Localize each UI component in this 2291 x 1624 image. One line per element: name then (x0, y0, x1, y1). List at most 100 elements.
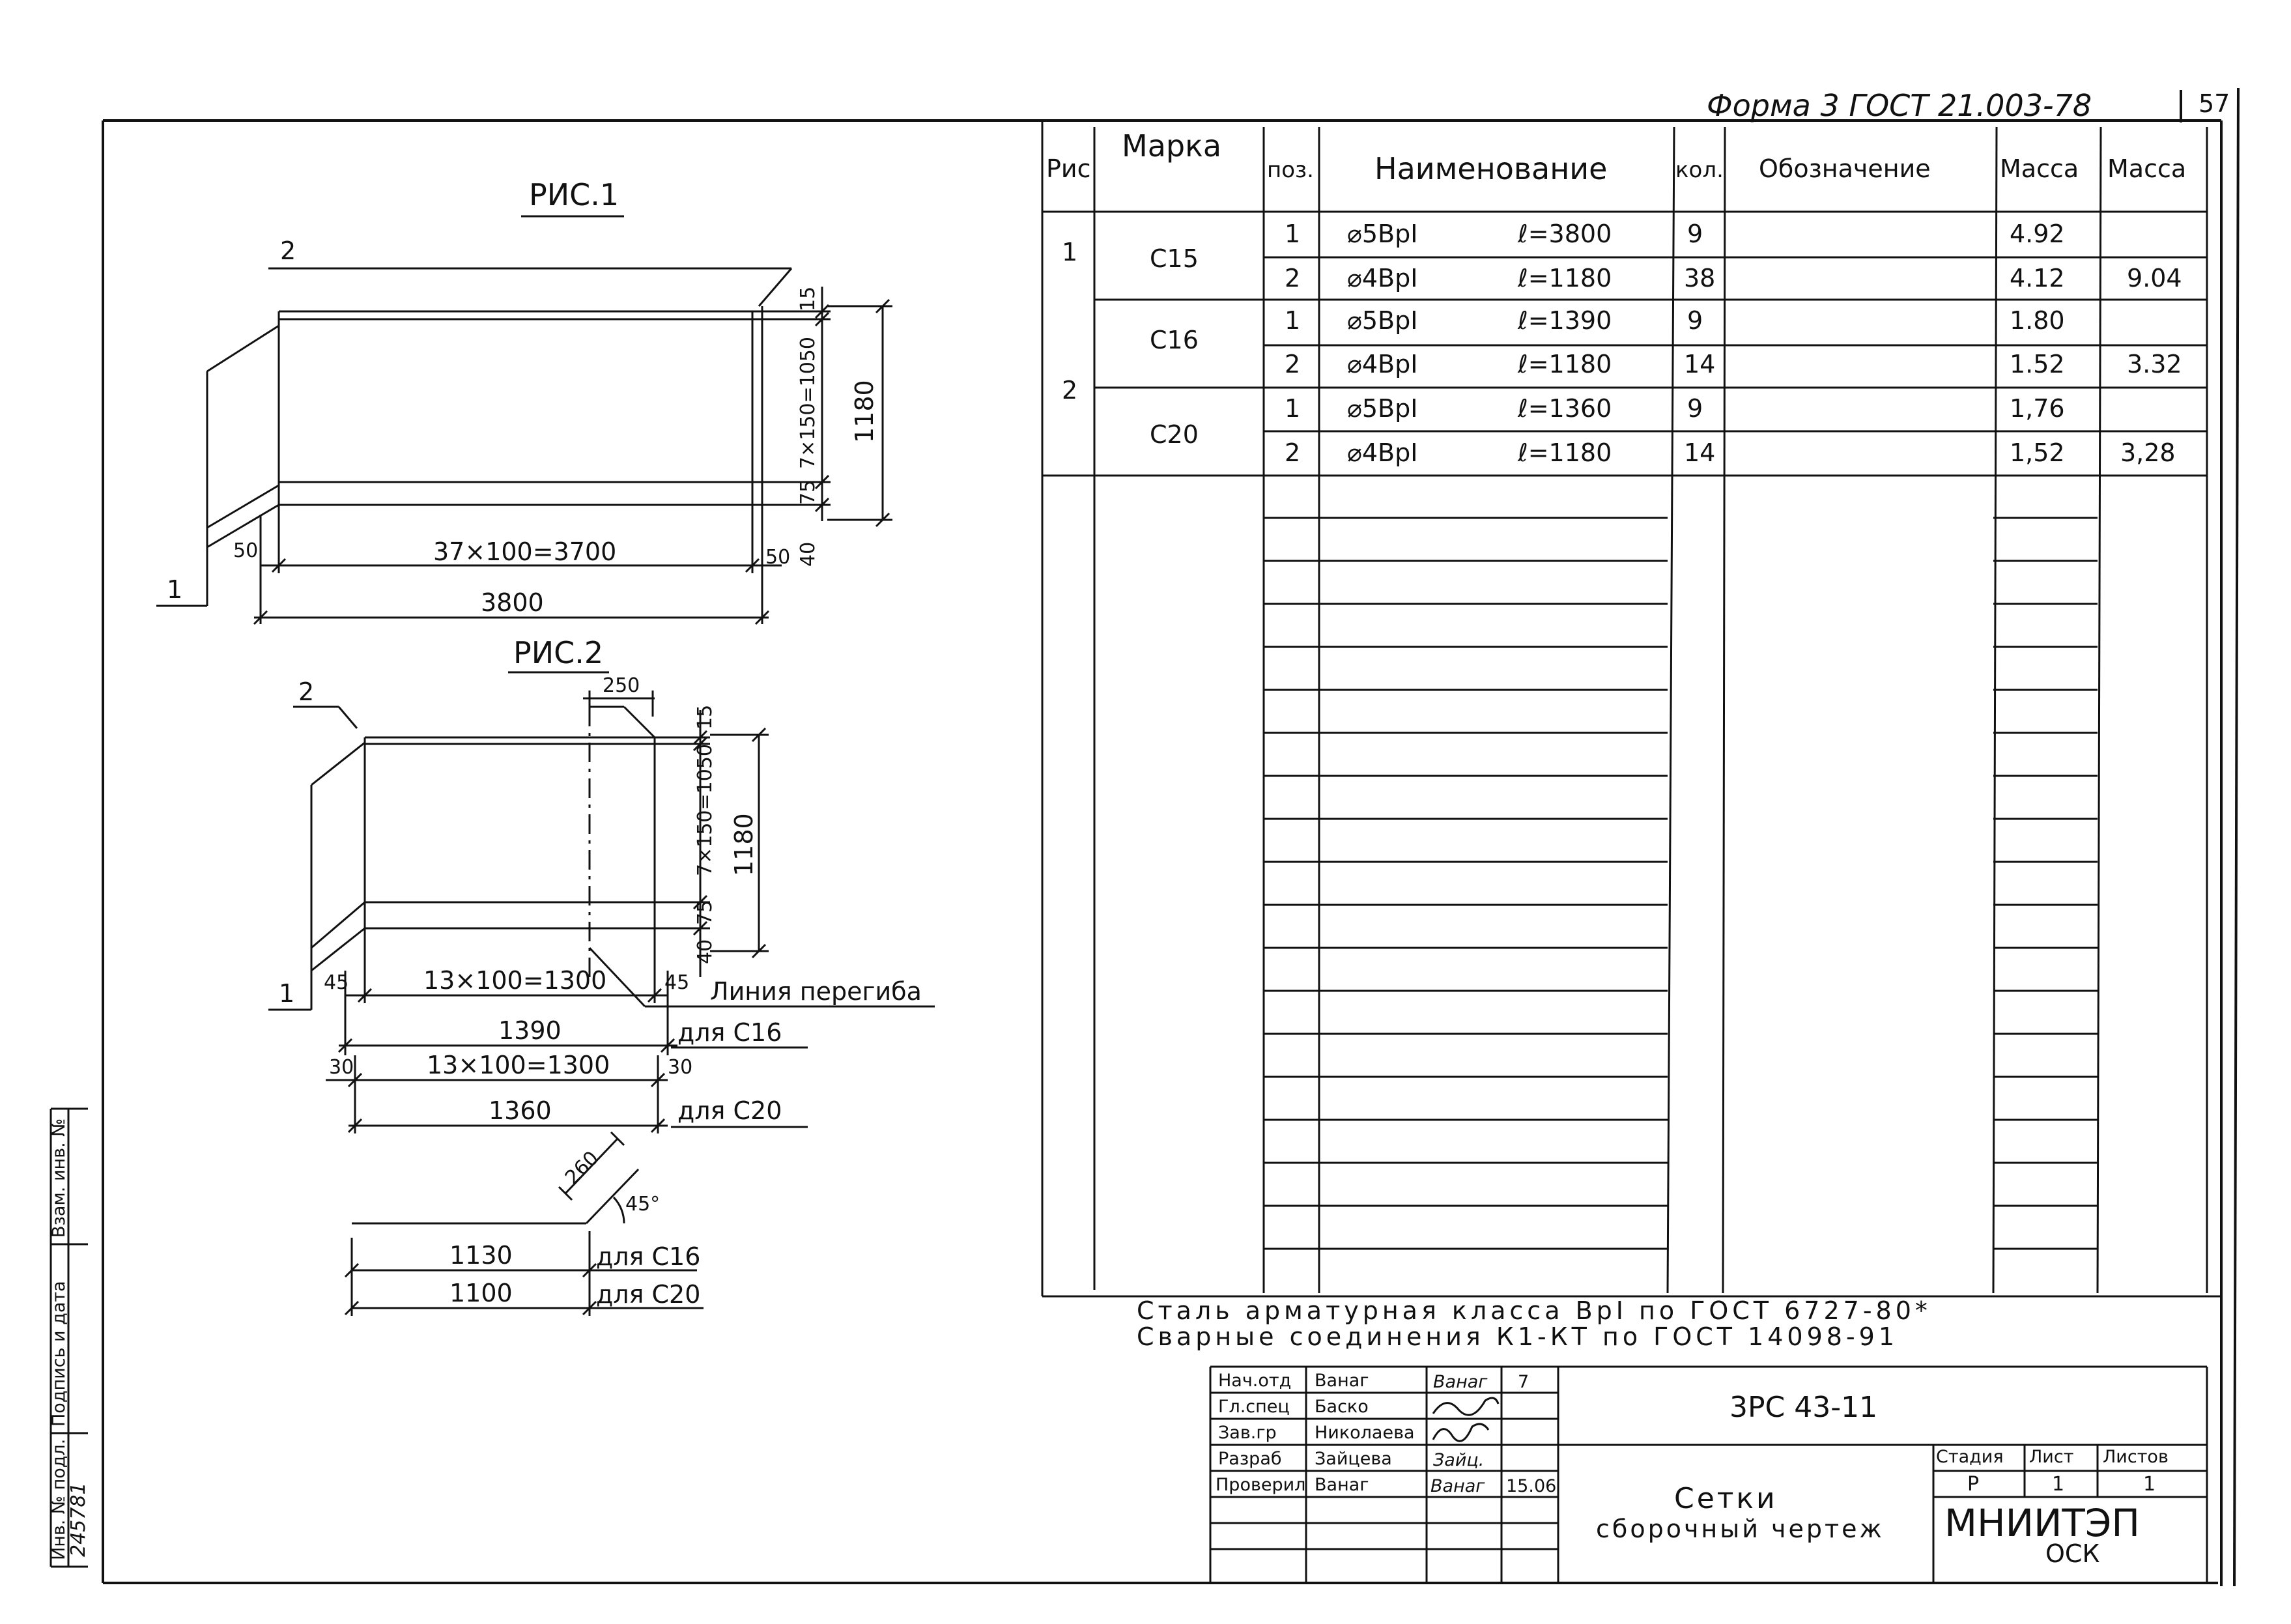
row-length: ℓ=1390 (1517, 306, 1612, 335)
fig2-dim-30-left: 30 (329, 1056, 354, 1079)
header-pos: поз. (1267, 157, 1314, 183)
sig-role: Нач.отд (1218, 1371, 1291, 1391)
fig2-for-c16: для С16 (677, 1018, 782, 1047)
fig2-callout-1: 1 (279, 979, 294, 1008)
fig2-dim-1100: 1100 (449, 1279, 513, 1307)
spec-row: 2 ⌀4ВрI ℓ=1180 38 4.12 9.04 (1285, 264, 2182, 292)
fig1-dim-1180: 1180 (850, 380, 879, 443)
spec-row: 1 ⌀5ВрI ℓ=3800 9 4.92 (1285, 220, 2065, 248)
spec-row: 1 ⌀5ВрI ℓ=1390 9 1.80 (1285, 306, 2065, 335)
fig1-dim-15: 15 (797, 287, 819, 311)
row-name: ⌀4ВрI (1347, 438, 1417, 467)
fig2-bend-line-label: Линия перегиба (710, 977, 922, 1006)
note-line-1: Сталь арматурная класса ВрI по ГОСТ 6727… (1137, 1296, 1931, 1325)
fig1-dim-75: 75 (797, 480, 819, 505)
fig2-for-c20: для С20 (677, 1096, 782, 1125)
row-pos: 2 (1285, 438, 1300, 467)
mark-cell-c15: С15 (1150, 244, 1199, 273)
row-qty: 9 (1687, 220, 1703, 248)
signature-mark (1432, 1397, 1500, 1416)
mark-cell-c16: С16 (1150, 326, 1199, 354)
mark-cell-c20: С20 (1150, 420, 1199, 449)
row-mass: 1.52 (2010, 350, 2065, 378)
row-length: ℓ=3800 (1517, 220, 1612, 248)
fig1-dim-50-right: 50 (765, 546, 790, 569)
row-length: ℓ=1180 (1517, 438, 1612, 467)
row-length: ℓ=1360 (1517, 394, 1612, 423)
spec-table (1041, 121, 2221, 1298)
side-sign-date: Подпись и дата (49, 1281, 69, 1427)
sig-date: 7 (1518, 1372, 1529, 1392)
row-mass: 4.92 (2010, 220, 2065, 248)
row-qty: 9 (1687, 394, 1703, 423)
form-label: Форма 3 ГОСТ 21.003-78 (1707, 88, 2092, 123)
fig1-callout-1: 1 (167, 575, 182, 604)
row-name: ⌀5ВрI (1347, 394, 1417, 423)
signature-row: Нач.отд Ванаг Ванаг 7 (1218, 1371, 1529, 1392)
fig-cell-2: 2 (1062, 376, 1077, 405)
row-qty: 14 (1684, 438, 1715, 467)
sig-name: Ванаг (1315, 1371, 1369, 1391)
note-line-2: Сварные соединения К1-КТ по ГОСТ 14098-9… (1137, 1322, 1898, 1351)
fig2-dim-1300-b: 13×100=1300 (427, 1051, 610, 1079)
signature-row: Гл.спец Баско (1218, 1397, 1500, 1417)
row-name: ⌀4ВрI (1347, 350, 1417, 378)
spec-row: 2 ⌀4ВрI ℓ=1180 14 1,52 3,28 (1285, 438, 2176, 467)
fig-cell-1: 1 (1062, 238, 1077, 266)
header-qty: кол. (1675, 157, 1724, 183)
row-name: ⌀5ВрI (1347, 220, 1417, 248)
row-total: 9.04 (2127, 264, 2182, 292)
fig2-dim-1390: 1390 (498, 1016, 562, 1045)
fig2-dim-250: 250 (603, 674, 640, 697)
fig2-dim-45-right: 45 (664, 971, 689, 994)
fig2-dim-15: 15 (694, 705, 717, 730)
figure-2: РИС.2 250 2 1 (268, 635, 935, 1316)
fig2-for-c20-b: для С20 (596, 1280, 700, 1309)
header-mark: Марка (1122, 128, 1221, 164)
fig2-dim-260: 260 (561, 1147, 603, 1189)
header-mass-2: Масса (2107, 154, 2186, 183)
fig2-dim-1300-a: 13×100=1300 (423, 966, 606, 995)
fig2-dim-30-right: 30 (668, 1056, 692, 1079)
row-name: ⌀5ВрI (1347, 306, 1417, 335)
figure-1: РИС.1 2 1 15 7×150=1050 75 (156, 177, 892, 625)
sig-name: Ванаг (1315, 1475, 1369, 1495)
sig-role: Зав.гр (1218, 1423, 1277, 1443)
sheet-frame (102, 87, 2240, 1587)
fig1-title: РИС.1 (529, 177, 619, 212)
row-mass: 4.12 (2010, 264, 2065, 292)
fig1-dim-3800: 3800 (481, 588, 544, 617)
row-pos: 2 (1285, 350, 1300, 378)
spec-row: 2 ⌀4ВрI ℓ=1180 14 1.52 3.32 (1285, 350, 2182, 378)
side-stamp (50, 1107, 88, 1568)
sheet-label: Лист (2029, 1447, 2073, 1467)
sig-signature: Ванаг (1430, 1476, 1485, 1496)
sheets-label: Листов (2103, 1447, 2169, 1467)
row-mass: 1.80 (2010, 306, 2065, 335)
fig1-dim-3700: 37×100=3700 (433, 537, 616, 566)
org-name: МНИИТЭП (1944, 1501, 2140, 1545)
signature-mark (1432, 1423, 1490, 1442)
sig-role: Разраб (1218, 1449, 1282, 1469)
fig2-dim-45-left: 45 (324, 971, 349, 994)
fig2-dim-1130: 1130 (449, 1241, 513, 1270)
sig-role: Проверил (1216, 1475, 1305, 1495)
sheets-value: 1 (2143, 1473, 2156, 1496)
signature-row: Разраб Зайцева Зайц. (1218, 1449, 1484, 1470)
sheet-value: 1 (2052, 1473, 2064, 1496)
header-fig: Рис (1046, 154, 1091, 183)
row-length: ℓ=1180 (1517, 350, 1612, 378)
page-number: 57 (2199, 89, 2230, 118)
fig2-for-c16-b: для С16 (596, 1242, 700, 1271)
row-total: 3,28 (2120, 438, 2176, 467)
fig2-dim-75: 75 (694, 900, 717, 925)
fig2-dim-1180: 1180 (730, 813, 758, 876)
row-mass: 1,76 (2010, 394, 2065, 423)
fig1-callout-2: 2 (280, 236, 296, 265)
row-pos: 1 (1285, 306, 1300, 335)
side-inv-value: 245781 (67, 1482, 90, 1557)
row-length: ℓ=1180 (1517, 264, 1612, 292)
row-pos: 1 (1285, 220, 1300, 248)
fig2-dim-1360: 1360 (489, 1096, 552, 1125)
